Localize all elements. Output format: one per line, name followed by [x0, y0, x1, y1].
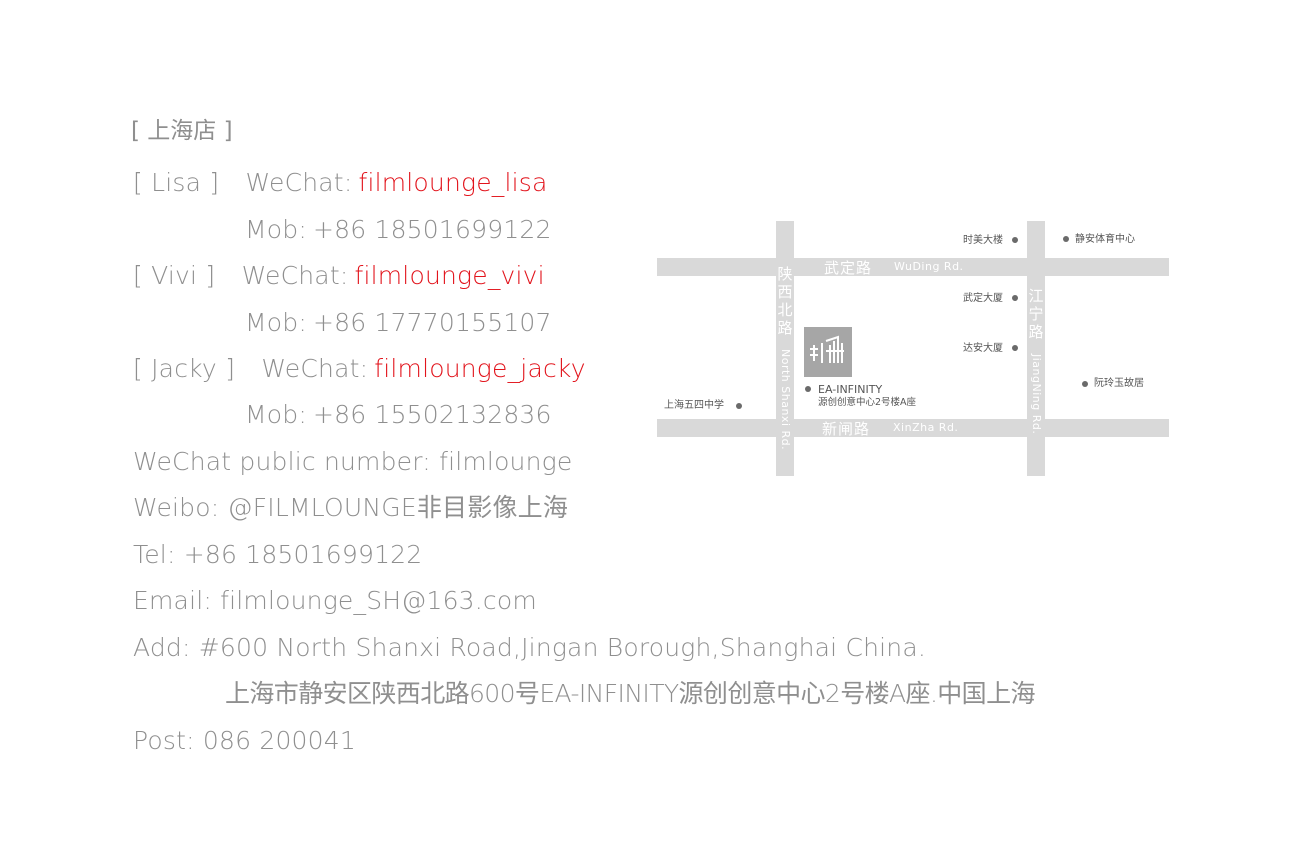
mob-number[interactable]: +86 17770155107	[312, 308, 552, 337]
poi-shimei: 时美大楼	[963, 235, 1003, 246]
ea-infinity-logo-icon	[804, 327, 852, 377]
road-label-jiangning-cn-text: 江宁路	[1028, 287, 1044, 341]
location-map: 武定路 WuDing Rd. 新闸路 XinZha Rd. 陕西北路 North…	[657, 221, 1169, 476]
poi-dot	[736, 403, 742, 409]
road-jiangning	[1027, 221, 1045, 476]
ea-infinity-label: EA-INFINITY 源创创意中心2号楼A座	[818, 383, 916, 409]
contact-jacky: [ Jacky ] WeChat:filmlounge_jacky	[133, 354, 586, 383]
contact-lisa-mob: Mob:+86 18501699122	[245, 215, 552, 244]
poi-jingan-sports: 静安体育中心	[1075, 234, 1135, 245]
poi-dot	[1012, 295, 1018, 301]
poi-dot	[1012, 237, 1018, 243]
wechat-label: WeChat	[261, 354, 360, 383]
poi-ruanlingyu: 阮玲玉故居	[1094, 378, 1144, 389]
mob-label: Mob	[245, 215, 299, 244]
address-en: Add: #600 North Shanxi Road,Jingan Borou…	[133, 633, 926, 662]
poi-daan-building: 达安大厦	[963, 343, 1003, 354]
poi-dot	[1012, 345, 1018, 351]
road-label-wuding-cn: 武定路	[824, 259, 873, 277]
postcode: Post: 086 200041	[133, 726, 356, 755]
ea-infinity-cn: 源创创意中心2号楼A座	[818, 397, 917, 408]
wechat-public-number: WeChat public number: filmlounge	[133, 447, 573, 476]
road-label-shanxi-en: North Shanxi Rd.	[779, 349, 792, 451]
wechat-label: WeChat	[245, 168, 344, 197]
poi-dot	[1063, 236, 1069, 242]
ea-infinity-name: EA-INFINITY	[818, 383, 883, 396]
wechat-id[interactable]: filmlounge_lisa	[358, 168, 548, 197]
store-title: [ 上海店 ]	[131, 118, 233, 144]
contact-jacky-mob: Mob:+86 15502132836	[245, 400, 552, 429]
wechat-label: WeChat	[241, 261, 340, 290]
road-label-xinzha-en: XinZha Rd.	[893, 421, 959, 434]
contact-name: [ Jacky ]	[133, 354, 236, 383]
mob-number[interactable]: +86 18501699122	[312, 215, 552, 244]
mob-label: Mob	[245, 308, 299, 337]
road-label-shanxi-cn-text: 陕西北路	[777, 265, 793, 337]
road-label-shanxi-cn: 陕西北路	[776, 265, 794, 337]
contact-vivi: [ Vivi ] WeChat:filmlounge_vivi	[133, 261, 545, 290]
poi-dot	[1082, 381, 1088, 387]
wechat-id[interactable]: filmlounge_jacky	[374, 354, 586, 383]
email[interactable]: Email: filmlounge_SH@163.com	[133, 586, 537, 615]
road-label-jiangning-cn: 江宁路	[1027, 287, 1045, 341]
wechat-id[interactable]: filmlounge_vivi	[354, 261, 545, 290]
address-cn: 上海市静安区陕西北路600号EA-INFINITY源创创意中心2号楼A座.中国上…	[225, 679, 1035, 708]
contact-name: [ Vivi ]	[133, 261, 216, 290]
road-label-wuding-en: WuDing Rd.	[894, 260, 964, 273]
road-label-jiangning-en: JiangNing Rd.	[1030, 354, 1043, 435]
contact-vivi-mob: Mob:+86 17770155107	[245, 308, 552, 337]
contact-name: [ Lisa ]	[133, 168, 220, 197]
road-north-shanxi	[776, 221, 794, 476]
mob-number[interactable]: +86 15502132836	[312, 400, 552, 429]
contact-lisa: [ Lisa ] WeChat:filmlounge_lisa	[133, 168, 548, 197]
poi-school54: 上海五四中学	[664, 400, 724, 411]
mob-label: Mob	[245, 400, 299, 429]
telephone[interactable]: Tel: +86 18501699122	[133, 540, 423, 569]
weibo-account[interactable]: Weibo: @FILMLOUNGE非目影像上海	[133, 493, 569, 522]
poi-wuding-building: 武定大厦	[963, 293, 1003, 304]
poi-dot	[805, 386, 811, 392]
road-label-xinzha-cn: 新闸路	[822, 420, 871, 438]
